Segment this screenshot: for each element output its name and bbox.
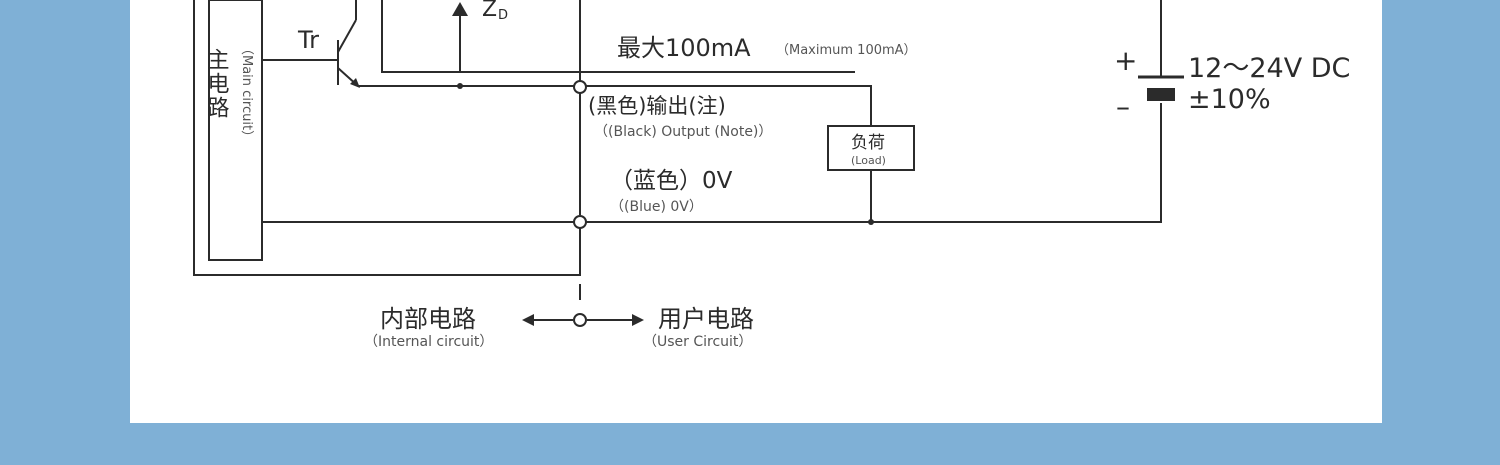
- zener-arrowhead: [452, 2, 468, 16]
- battery-plus-sign: +: [1114, 44, 1137, 77]
- tolerance-label: ±10%: [1188, 84, 1271, 115]
- internal-arrowhead: [522, 314, 534, 326]
- output-wire: [358, 85, 872, 126]
- boundary-terminal: [573, 313, 587, 327]
- battery-plate-negative: [1147, 88, 1175, 101]
- load-label-cn: 负荷: [851, 133, 885, 153]
- zero-volt-label-en: （(Blue) 0V）: [610, 199, 703, 215]
- user-circuit-label-en: （User Circuit）: [643, 334, 752, 350]
- user-arrowhead: [632, 314, 644, 326]
- internal-circuit-label-cn: 内部电路: [380, 305, 476, 333]
- output-label-en: （(Black) Output (Note)）: [594, 124, 772, 140]
- voltage-label: 12～24V DC: [1188, 53, 1350, 84]
- battery-minus-sign: –: [1116, 90, 1130, 123]
- zener-label: Z: [482, 0, 497, 22]
- transistor-emitter-arrow: [350, 78, 360, 88]
- zero-volt-wire: [262, 103, 1162, 223]
- internal-boundary-wire: [193, 0, 581, 276]
- zero-volt-label-cn: （蓝色）0V: [610, 168, 733, 194]
- load-label-en: (Load): [851, 154, 886, 167]
- transistor-label: Tr: [297, 26, 319, 54]
- output-terminal: [573, 80, 587, 94]
- max-current-label-cn: 最大100mA: [617, 34, 751, 62]
- junction-dot: [457, 83, 463, 89]
- user-circuit-label-cn: 用户电路: [658, 305, 754, 333]
- output-label-cn: (黑色)输出(注): [588, 94, 726, 118]
- zero-volt-terminal: [573, 215, 587, 229]
- max-current-label-en: （Maximum 100mA）: [776, 43, 917, 58]
- zener-wire: [381, 0, 855, 73]
- zener-label-sub: D: [498, 8, 508, 23]
- main-circuit-label-cn: 主电路: [204, 48, 230, 120]
- whatsapp-watermark: WhatsApp：+8617382018825: [622, 14, 850, 33]
- main-circuit-block: [208, 0, 263, 261]
- internal-circuit-label-en: （Internal circuit）: [364, 334, 493, 350]
- main-circuit-label-en: （Main circuit）: [239, 42, 254, 143]
- junction-dot: [868, 219, 874, 225]
